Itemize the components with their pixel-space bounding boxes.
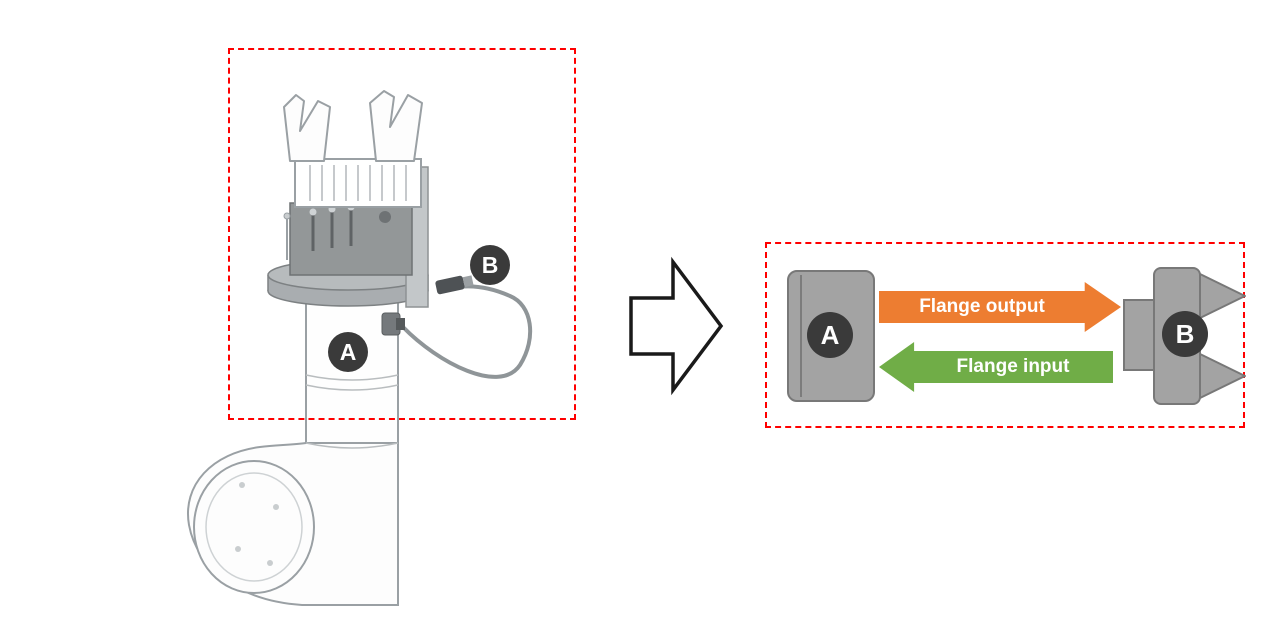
robot-highlight-box <box>228 48 576 420</box>
flange-output-arrow: Flange output <box>879 282 1121 332</box>
robot-arm-segment <box>187 442 399 606</box>
cable-plug <box>435 275 474 295</box>
gripper-body <box>294 158 422 208</box>
schematic-highlight-box: A Flange output Flange input B <box>765 242 1246 428</box>
connector-b-label-badge: B <box>470 245 510 285</box>
schematic-b-badge: B <box>1162 311 1208 357</box>
flange-output-label: Flange output <box>919 296 1045 317</box>
right-block-arrow-icon <box>629 256 724 396</box>
flange-io-schematic: A Flange output Flange input B <box>767 244 1246 426</box>
robot-arm-illustration <box>187 90 533 606</box>
gripper-mounting-bracket <box>283 166 429 308</box>
flange-a-spine-line <box>800 275 802 397</box>
flange-a-label-badge: A <box>328 332 368 372</box>
flange-input-label: Flange input <box>956 356 1070 377</box>
schematic-a-badge: A <box>807 312 853 358</box>
flange-cable <box>381 275 533 379</box>
flange-input-arrow: Flange input <box>879 342 1113 392</box>
gripper-fingers <box>283 90 423 162</box>
